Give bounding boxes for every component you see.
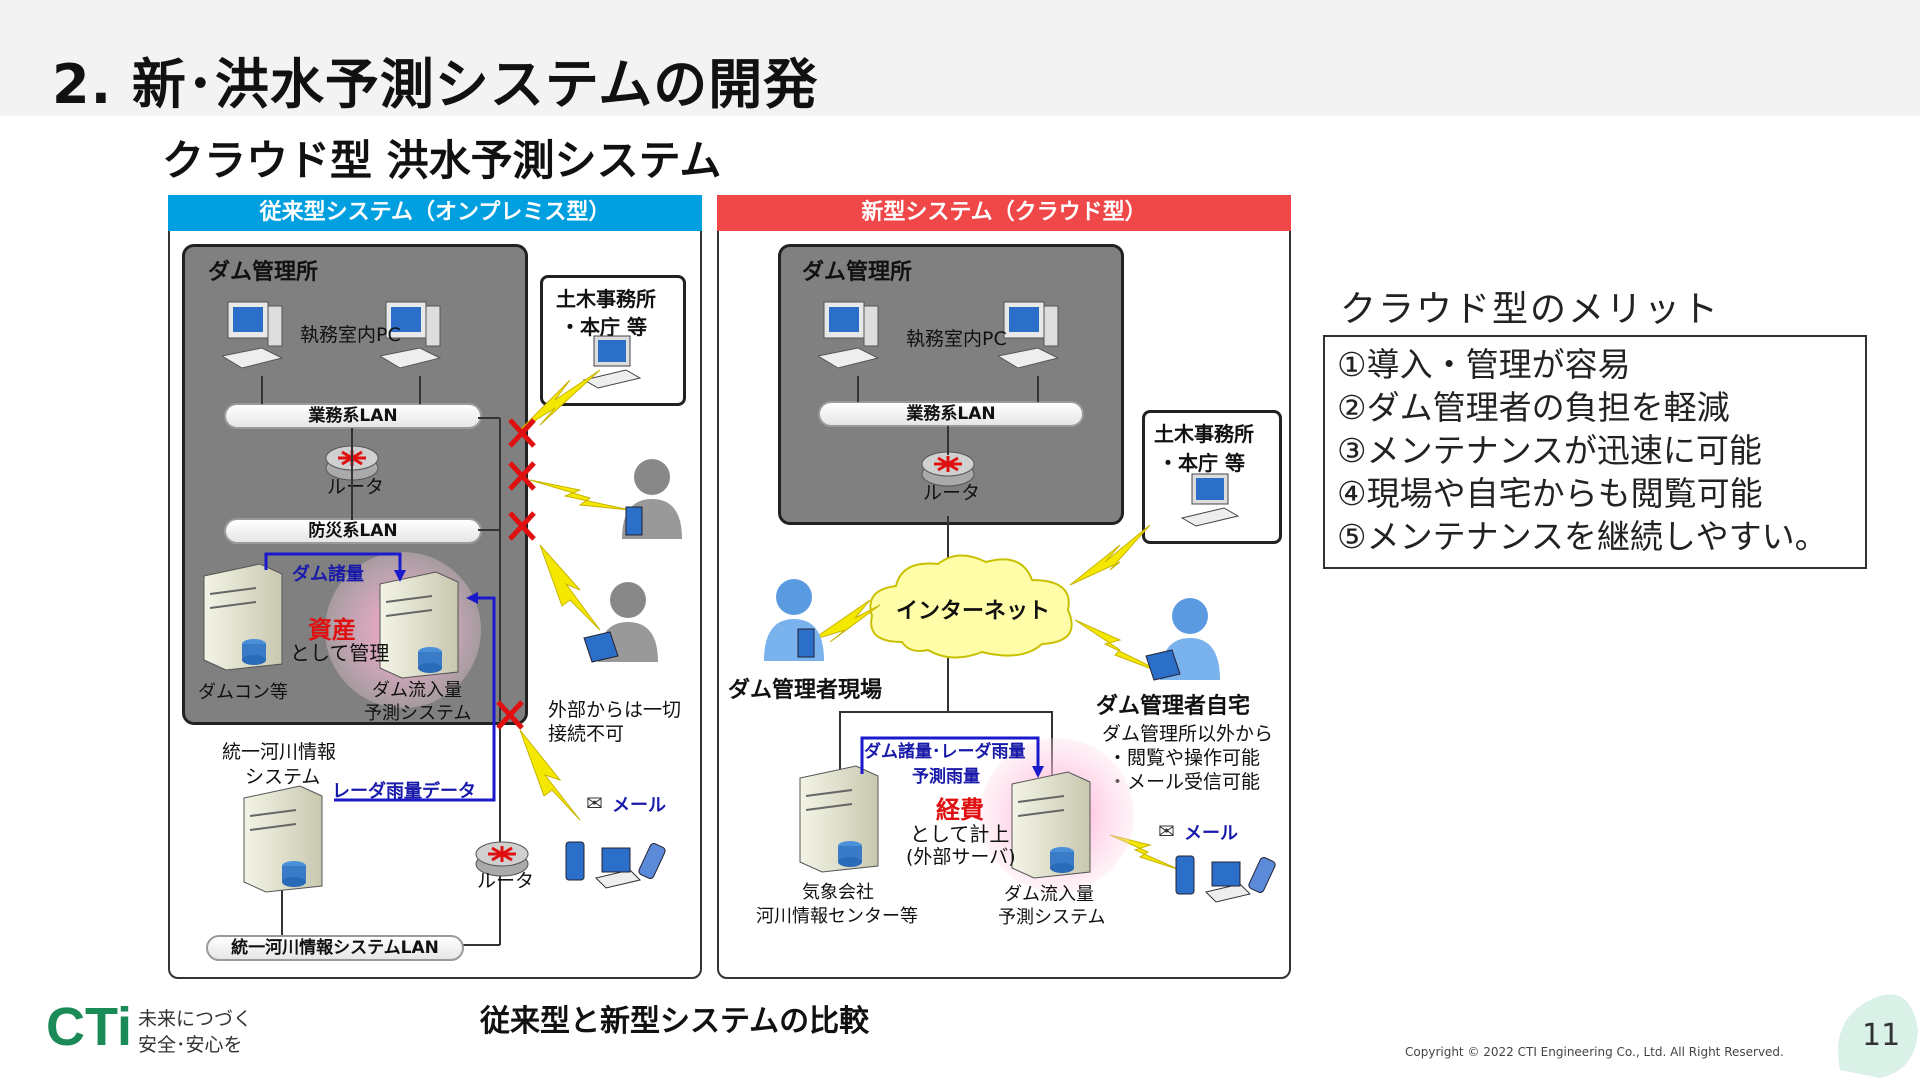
cloud-expense-note-2: (外部サーバ) xyxy=(906,846,1016,868)
mail-icon: ✉ xyxy=(586,791,603,815)
remote-user-icon xyxy=(622,459,682,539)
cloud-inflow-server-icon xyxy=(1011,771,1091,879)
home-manager-icon xyxy=(1145,598,1220,681)
cloud-home-note-1: ダム管理所以外から xyxy=(1102,723,1274,745)
cloud-flow-label-2: 予測雨量 xyxy=(912,767,980,787)
legacy-mail-label: メール xyxy=(612,795,666,816)
decorative-brush-mark xyxy=(1838,994,1918,1078)
cloud-civil-office-2: ・本庁 等 xyxy=(1158,451,1245,475)
merit-item: ①導入・管理が容易 xyxy=(1337,345,1631,384)
merits-box: ①導入・管理が容易 ②ダム管理者の負担を軽減 ③メンテナンスが迅速に可能 ④現場… xyxy=(1323,335,1867,569)
slide-title: 2. 新･洪水予測システムの開発 xyxy=(52,53,819,116)
legacy-asset-label: 資産 xyxy=(308,616,356,644)
mobile-devices-icon xyxy=(565,841,666,889)
remote-user-laptop-icon xyxy=(583,582,658,663)
internet-label: インターネット xyxy=(896,599,1051,624)
mail-icon: ✉ xyxy=(1158,819,1175,843)
legacy-inflow-label-2: 予測システム xyxy=(364,703,472,724)
company-logo: CTi xyxy=(46,997,133,1057)
desktop-pc-icon xyxy=(998,301,1060,369)
legacy-radar-data-label: レーダ雨量データ xyxy=(332,781,476,802)
merits-heading: クラウド型のメリット xyxy=(1340,289,1721,330)
cloud-expense-label: 経費 xyxy=(936,796,984,824)
unified-river-server-icon xyxy=(243,785,323,893)
legacy-dam-office-label: ダム管理所 xyxy=(208,260,319,285)
laptop-icon xyxy=(582,335,642,389)
legacy-asset-note: として管理 xyxy=(290,641,390,665)
cloud-mail-label: メール xyxy=(1184,823,1238,844)
page-number: 11 xyxy=(1862,1018,1901,1053)
copyright-text: Copyright © 2022 CTI Engineering Co., Lt… xyxy=(1405,1045,1784,1059)
cloud-inflow-label-1: ダム流入量 xyxy=(1004,884,1094,905)
header-band xyxy=(0,0,1920,116)
cloud-router-label: ルータ xyxy=(923,482,981,504)
cloud-field-label: ダム管理者現場 xyxy=(728,678,883,703)
internet-cloud-icon xyxy=(869,554,1073,659)
field-manager-icon xyxy=(764,579,824,661)
cloud-flow-label-1: ダム諸量･レーダ雨量 xyxy=(864,742,1026,762)
cloud-dam-office-label: ダム管理所 xyxy=(802,260,913,285)
legacy-panel-header: 従来型システム（オンプレミス型） xyxy=(168,195,702,231)
merit-item: ②ダム管理者の負担を軽減 xyxy=(1337,388,1730,427)
logo-tagline-1: 未来につづく xyxy=(138,1008,253,1030)
damcon-server-icon xyxy=(203,563,283,671)
cloud-weather-label-2: 河川情報センター等 xyxy=(756,906,918,927)
desktop-pc-icon xyxy=(818,301,880,369)
router-icon xyxy=(475,841,529,877)
merit-item: ⑤メンテナンスを継続しやすい。 xyxy=(1337,517,1828,556)
cloud-civil-office-1: 土木事務所 xyxy=(1154,422,1254,446)
logo-tagline-2: 安全･安心を xyxy=(138,1034,243,1056)
cloud-home-note-3: ・メール受信可能 xyxy=(1108,771,1261,793)
legacy-disaster-lan: 防災系LAN xyxy=(224,518,482,544)
weather-company-server-icon xyxy=(799,765,879,873)
desktop-pc-icon xyxy=(380,301,442,369)
cloud-business-lan: 業務系LAN xyxy=(818,401,1084,427)
cloud-panel-header: 新型システム（クラウド型） xyxy=(717,195,1291,231)
legacy-unified-lan: 統一河川情報システムLAN xyxy=(206,935,464,961)
cloud-weather-label-1: 気象会社 xyxy=(802,882,874,903)
merit-item: ④現場や自宅からも閲覧可能 xyxy=(1337,474,1763,513)
inflow-prediction-server-icon xyxy=(379,571,459,679)
cloud-home-note-2: ・閲覧や操作可能 xyxy=(1108,747,1261,769)
merit-item: ③メンテナンスが迅速に可能 xyxy=(1337,431,1762,470)
router-icon xyxy=(921,451,975,487)
cloud-inflow-label-2: 予測システム xyxy=(998,907,1106,928)
legacy-civil-office-2: ・本庁 等 xyxy=(560,315,647,339)
legacy-inflow-label-1: ダム流入量 xyxy=(372,680,462,701)
legacy-no-external-1: 外部からは一切 xyxy=(548,699,682,721)
legacy-unified-label-1: 統一河川情報 xyxy=(222,741,337,763)
figure-caption: 従来型と新型システムの比較 xyxy=(480,1004,870,1039)
legacy-router-label: ルータ xyxy=(327,476,385,498)
legacy-router2-label: ルータ xyxy=(477,870,535,892)
desktop-pc-icon xyxy=(222,301,284,369)
mobile-devices-icon xyxy=(1175,855,1276,903)
laptop-icon xyxy=(1180,473,1240,527)
legacy-office-pc-label: 執務室内PC xyxy=(300,324,401,346)
legacy-no-external-2: 接続不可 xyxy=(548,723,625,745)
legacy-dam-data-label: ダム諸量 xyxy=(292,564,364,585)
legacy-civil-office-1: 土木事務所 xyxy=(556,287,656,311)
cloud-home-label: ダム管理者自宅 xyxy=(1096,694,1251,719)
cloud-expense-note-1: として計上 xyxy=(910,822,1010,846)
legacy-unified-label-2: システム xyxy=(245,766,321,788)
cloud-office-pc-label: 執務室内PC xyxy=(906,328,1007,350)
slide-subtitle: クラウド型 洪水予測システム xyxy=(162,136,722,185)
legacy-damcon-label: ダムコン等 xyxy=(198,682,288,703)
